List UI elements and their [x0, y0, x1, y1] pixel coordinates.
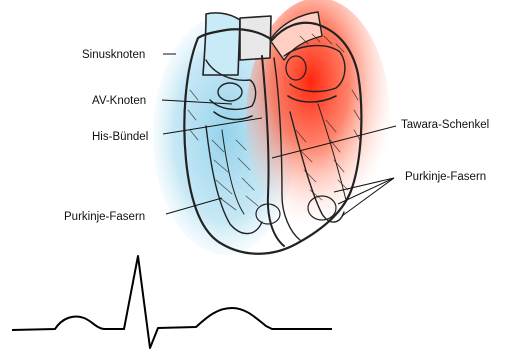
label-purkinje-right: Purkinje-Fasern	[405, 171, 486, 183]
label-tawara: Tawara-Schenkel	[401, 119, 489, 131]
aorta	[240, 16, 271, 60]
label-av-knoten: AV-Knoten	[92, 95, 146, 107]
label-his-buendel: His-Bündel	[92, 131, 148, 143]
label-sinusknoten: Sinusknoten	[82, 49, 145, 61]
label-purkinje-left: Purkinje-Fasern	[64, 211, 145, 223]
ecg-trace	[12, 256, 332, 348]
superior-vena-cava	[203, 13, 240, 75]
